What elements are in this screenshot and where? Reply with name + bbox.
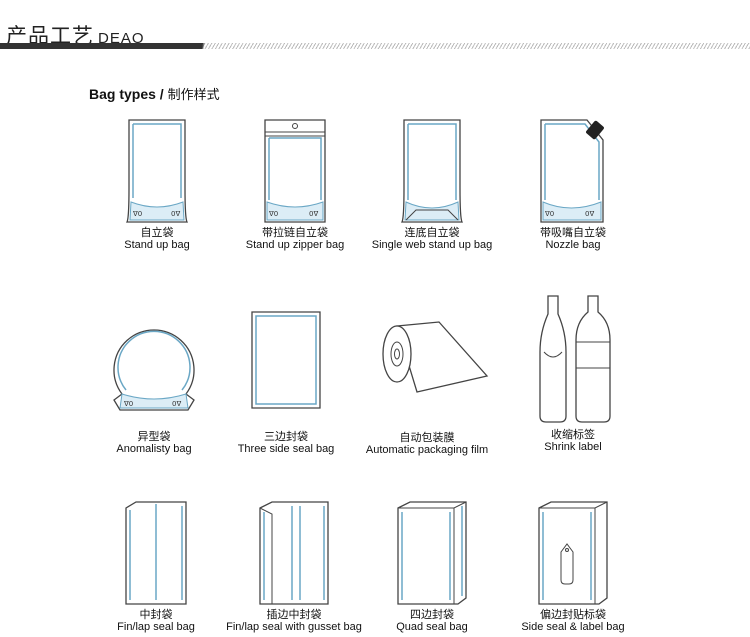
item-label-cn: 自立袋 [140,226,174,239]
svg-text:0ᐁ: 0ᐁ [309,210,318,218]
bag-type-item: ᐁ0 0ᐁ 异型袋 Anomalisty bag [79,318,229,456]
item-label-en: Stand up bag [124,239,190,251]
item-label-cn: 四边封袋 [410,608,454,621]
item-label-cn: 三边封袋 [264,430,308,443]
bag-type-item: 中封袋 Fin/lap seal bag [81,500,231,634]
item-label-en: Single web stand up bag [371,239,493,251]
header-title-en: DEAO [98,30,145,47]
nozzle-bag-icon: ᐁ0 0ᐁ [540,119,604,223]
stand-up-bag-icon: ᐁ0 0ᐁ [125,119,189,223]
item-label-cn: 插边中封袋 [266,608,322,621]
item-label-cn: 连底自立袋 [404,226,460,239]
bag-type-item: 插边中封袋 Fin/lap seal with gusset bag [219,500,369,634]
bag-type-item: 三边封袋 Three side seal bag [211,310,361,456]
item-label-en: Fin/lap seal with gusset bag [226,621,362,633]
item-label-cn: 带拉链自立袋 [262,226,328,239]
shrink-label-bottles-icon [539,295,611,423]
bag-type-item: 四边封袋 Quad seal bag [357,500,507,634]
item-label-cn: 异型袋 [137,430,171,443]
svg-text:ᐁ0: ᐁ0 [124,400,133,408]
svg-text:ᐁ0: ᐁ0 [545,210,554,218]
zipper-bag-icon: ᐁ0 0ᐁ [264,119,326,223]
bag-type-item: 收缩标签 Shrink label [498,292,648,454]
item-label-en: Fin/lap seal bag [117,621,195,633]
item-label-en: Quad seal bag [396,621,468,633]
item-label-en: Three side seal bag [237,443,335,455]
gusset-fin-seal-bag-icon [259,501,329,605]
svg-text:ᐁ0: ᐁ0 [133,210,142,218]
bag-type-item: ᐁ0 0ᐁ 带吸嘴自立袋 Nozzle bag [498,118,648,252]
single-web-bag-icon [400,119,464,223]
bag-type-item: ᐁ0 0ᐁ 带拉链自立袋 Stand up zipper bag [220,118,370,252]
bag-type-item: 连底自立袋 Single web stand up bag [357,118,507,252]
svg-text:ᐁ0: ᐁ0 [269,210,278,218]
quad-seal-bag-icon [397,501,467,605]
svg-text:0ᐁ: 0ᐁ [585,210,594,218]
item-label-en: Side seal & label bag [521,621,625,633]
side-seal-label-bag-icon [538,501,608,605]
bag-type-item: ᐁ0 0ᐁ 自立袋 Stand up bag [82,118,232,252]
three-side-seal-bag-icon [251,311,321,409]
item-label-en: Anomalisty bag [116,443,192,455]
fin-seal-bag-icon [125,501,187,605]
item-label-cn: 带吸嘴自立袋 [540,226,606,239]
svg-text:0ᐁ: 0ᐁ [172,400,181,408]
item-label-en: Nozzle bag [545,239,601,251]
anomalisty-bag-icon: ᐁ0 0ᐁ [113,329,195,411]
item-label-cn: 收缩标签 [551,428,595,441]
item-label-cn: 中封袋 [139,608,173,621]
item-label-en: Automatic packaging film [365,444,489,456]
packaging-film-roll-icon [382,321,489,393]
section-title: Bag types / 制作样式 [89,84,220,103]
svg-text:0ᐁ: 0ᐁ [171,210,180,218]
item-label-cn: 偏边封贴标袋 [540,608,606,621]
item-label-en: Shrink label [544,441,602,453]
item-label-cn: 自动包装膜 [399,431,455,444]
section-title-cn: 制作样式 [167,88,220,103]
bag-type-item: 偏边封贴标袋 Side seal & label bag [498,500,648,634]
section-title-en: Bag types / [89,86,164,102]
bag-type-item: 自动包装膜 Automatic packaging film [352,318,502,457]
item-label-en: Stand up zipper bag [245,239,345,251]
header-divider [0,43,750,49]
